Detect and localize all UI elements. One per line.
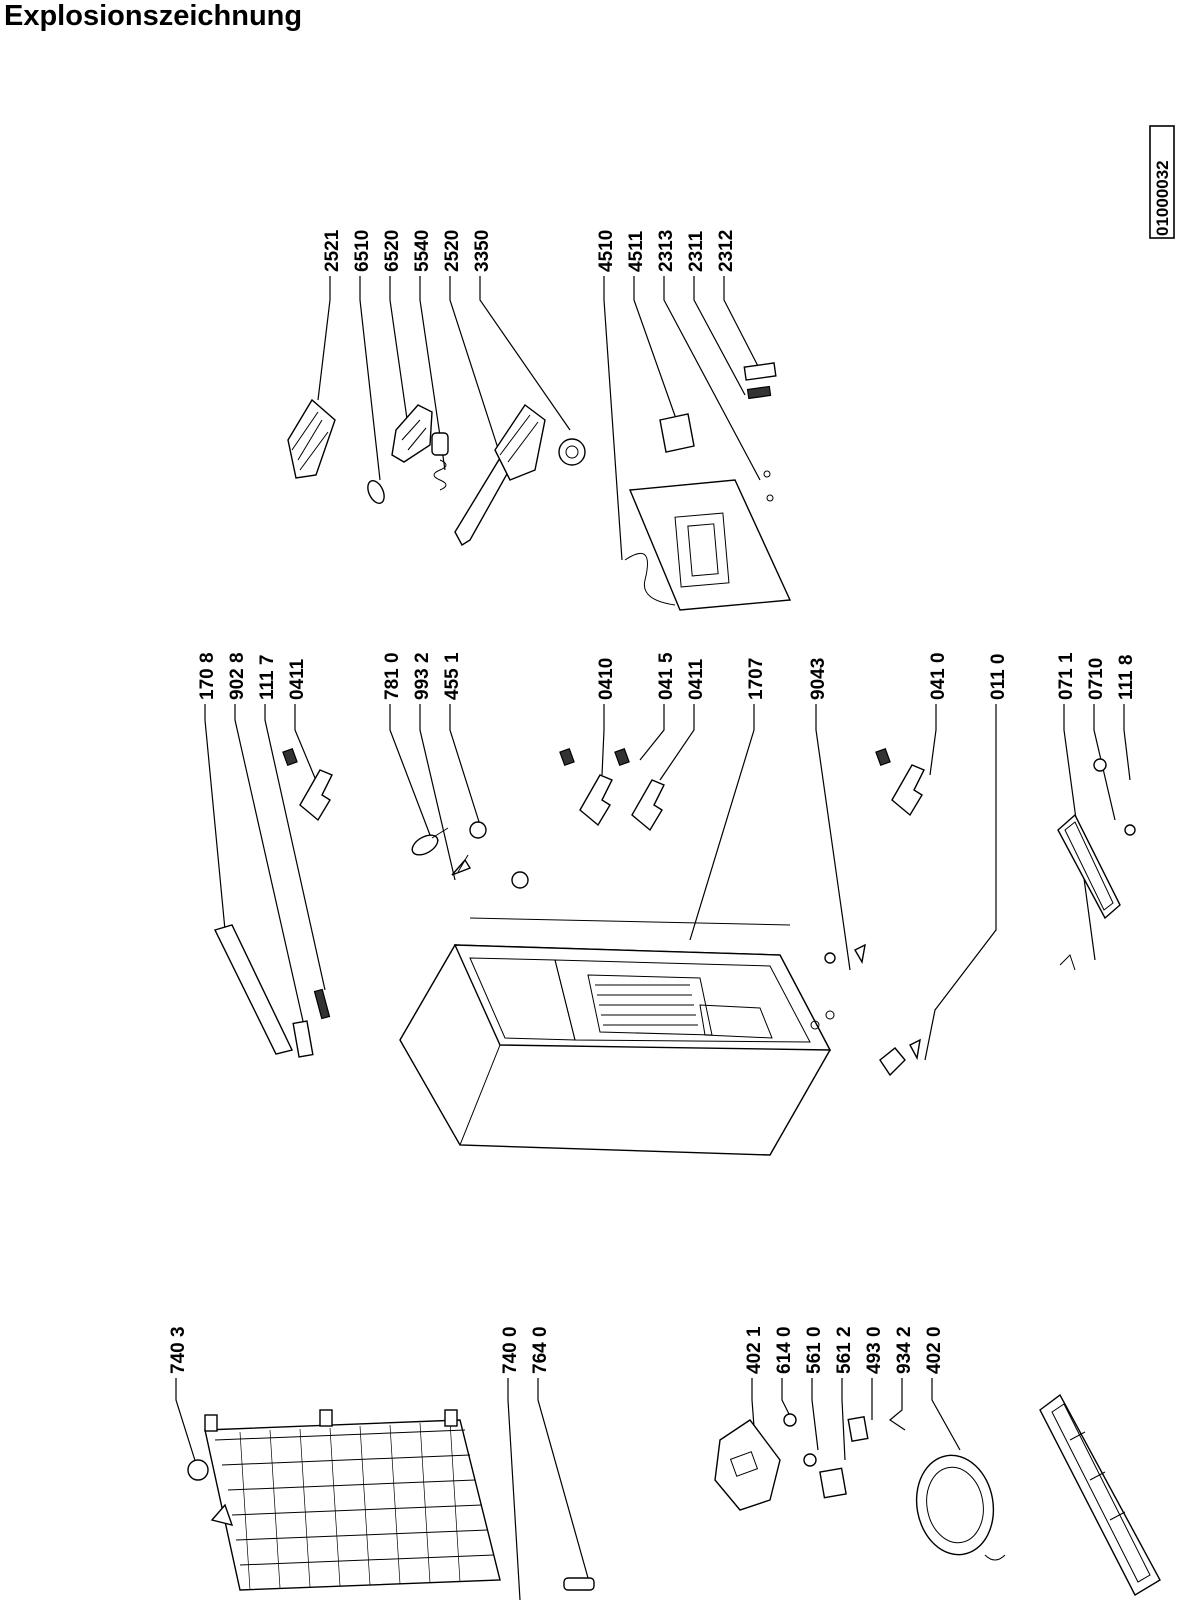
doc-code: 01000032 — [1153, 160, 1172, 236]
label-6520: 6520 — [382, 230, 403, 272]
label-2520: 2520 — [442, 230, 463, 272]
label-5540: 5540 — [412, 230, 433, 272]
label-0711: 071 1 — [1056, 652, 1077, 700]
label-0410b: 041 0 — [928, 652, 949, 700]
label-2521: 2521 — [322, 229, 343, 272]
label-2313: 2313 — [656, 230, 677, 272]
label-4020: 402 0 — [924, 1326, 945, 1374]
label-4930: 493 0 — [864, 1326, 885, 1374]
label-9028: 902 8 — [227, 652, 248, 700]
label-0710: 0710 — [1086, 658, 1107, 700]
base-tray-icon — [1039, 1393, 1161, 1596]
cabinet-icon — [399, 917, 866, 1156]
part-labels: 2521 6510 6520 5540 2520 3350 4510 4511 … — [168, 229, 1137, 1374]
label-4510: 4510 — [596, 230, 617, 272]
doc-code-box: 01000032 — [1149, 125, 1175, 239]
label-0411a: 0411 — [287, 658, 308, 700]
label-2311: 2311 — [686, 230, 707, 272]
label-4551: 455 1 — [442, 652, 463, 700]
label-0411b: 0411 — [686, 658, 707, 700]
condenser-icon — [187, 1409, 595, 1591]
label-1708: 170 8 — [197, 652, 218, 700]
label-9043: 9043 — [808, 658, 829, 700]
foot-icon — [879, 1038, 921, 1077]
label-4511: 4511 — [626, 230, 647, 272]
label-2312: 2312 — [716, 230, 737, 272]
label-6140: 614 0 — [774, 1326, 795, 1374]
label-1118: 111 8 — [1116, 655, 1137, 700]
label-1707: 1707 — [746, 658, 767, 700]
label-0410a: 0410 — [596, 658, 617, 700]
label-3350: 3350 — [472, 230, 493, 272]
page-title: Explosionszeichnung — [4, 0, 303, 32]
label-0415: 041 5 — [656, 652, 677, 700]
label-5612: 561 2 — [834, 1326, 855, 1374]
compressor-icon — [714, 1413, 1006, 1561]
drip-tray-icon — [1057, 758, 1136, 971]
label-5610: 561 0 — [804, 1326, 825, 1374]
thermostat-icon — [287, 398, 586, 546]
label-7400: 740 0 — [500, 1326, 521, 1374]
label-7403: 740 3 — [168, 1326, 189, 1374]
label-0110: 011 0 — [988, 654, 1009, 701]
label-1117: 111 7 — [257, 655, 278, 700]
label-4021: 402 1 — [744, 1326, 765, 1374]
rear-panel-icon — [624, 362, 792, 611]
label-7810: 781 0 — [382, 652, 403, 700]
handle-icon — [214, 924, 331, 1058]
hinge-icon — [282, 747, 925, 832]
label-6510: 6510 — [352, 230, 373, 272]
label-7640: 764 0 — [530, 1326, 551, 1374]
leader-lines — [175, 276, 1131, 1601]
label-9342: 934 2 — [894, 1326, 915, 1374]
label-9932: 993 2 — [412, 652, 433, 700]
knob-icon — [411, 821, 529, 889]
